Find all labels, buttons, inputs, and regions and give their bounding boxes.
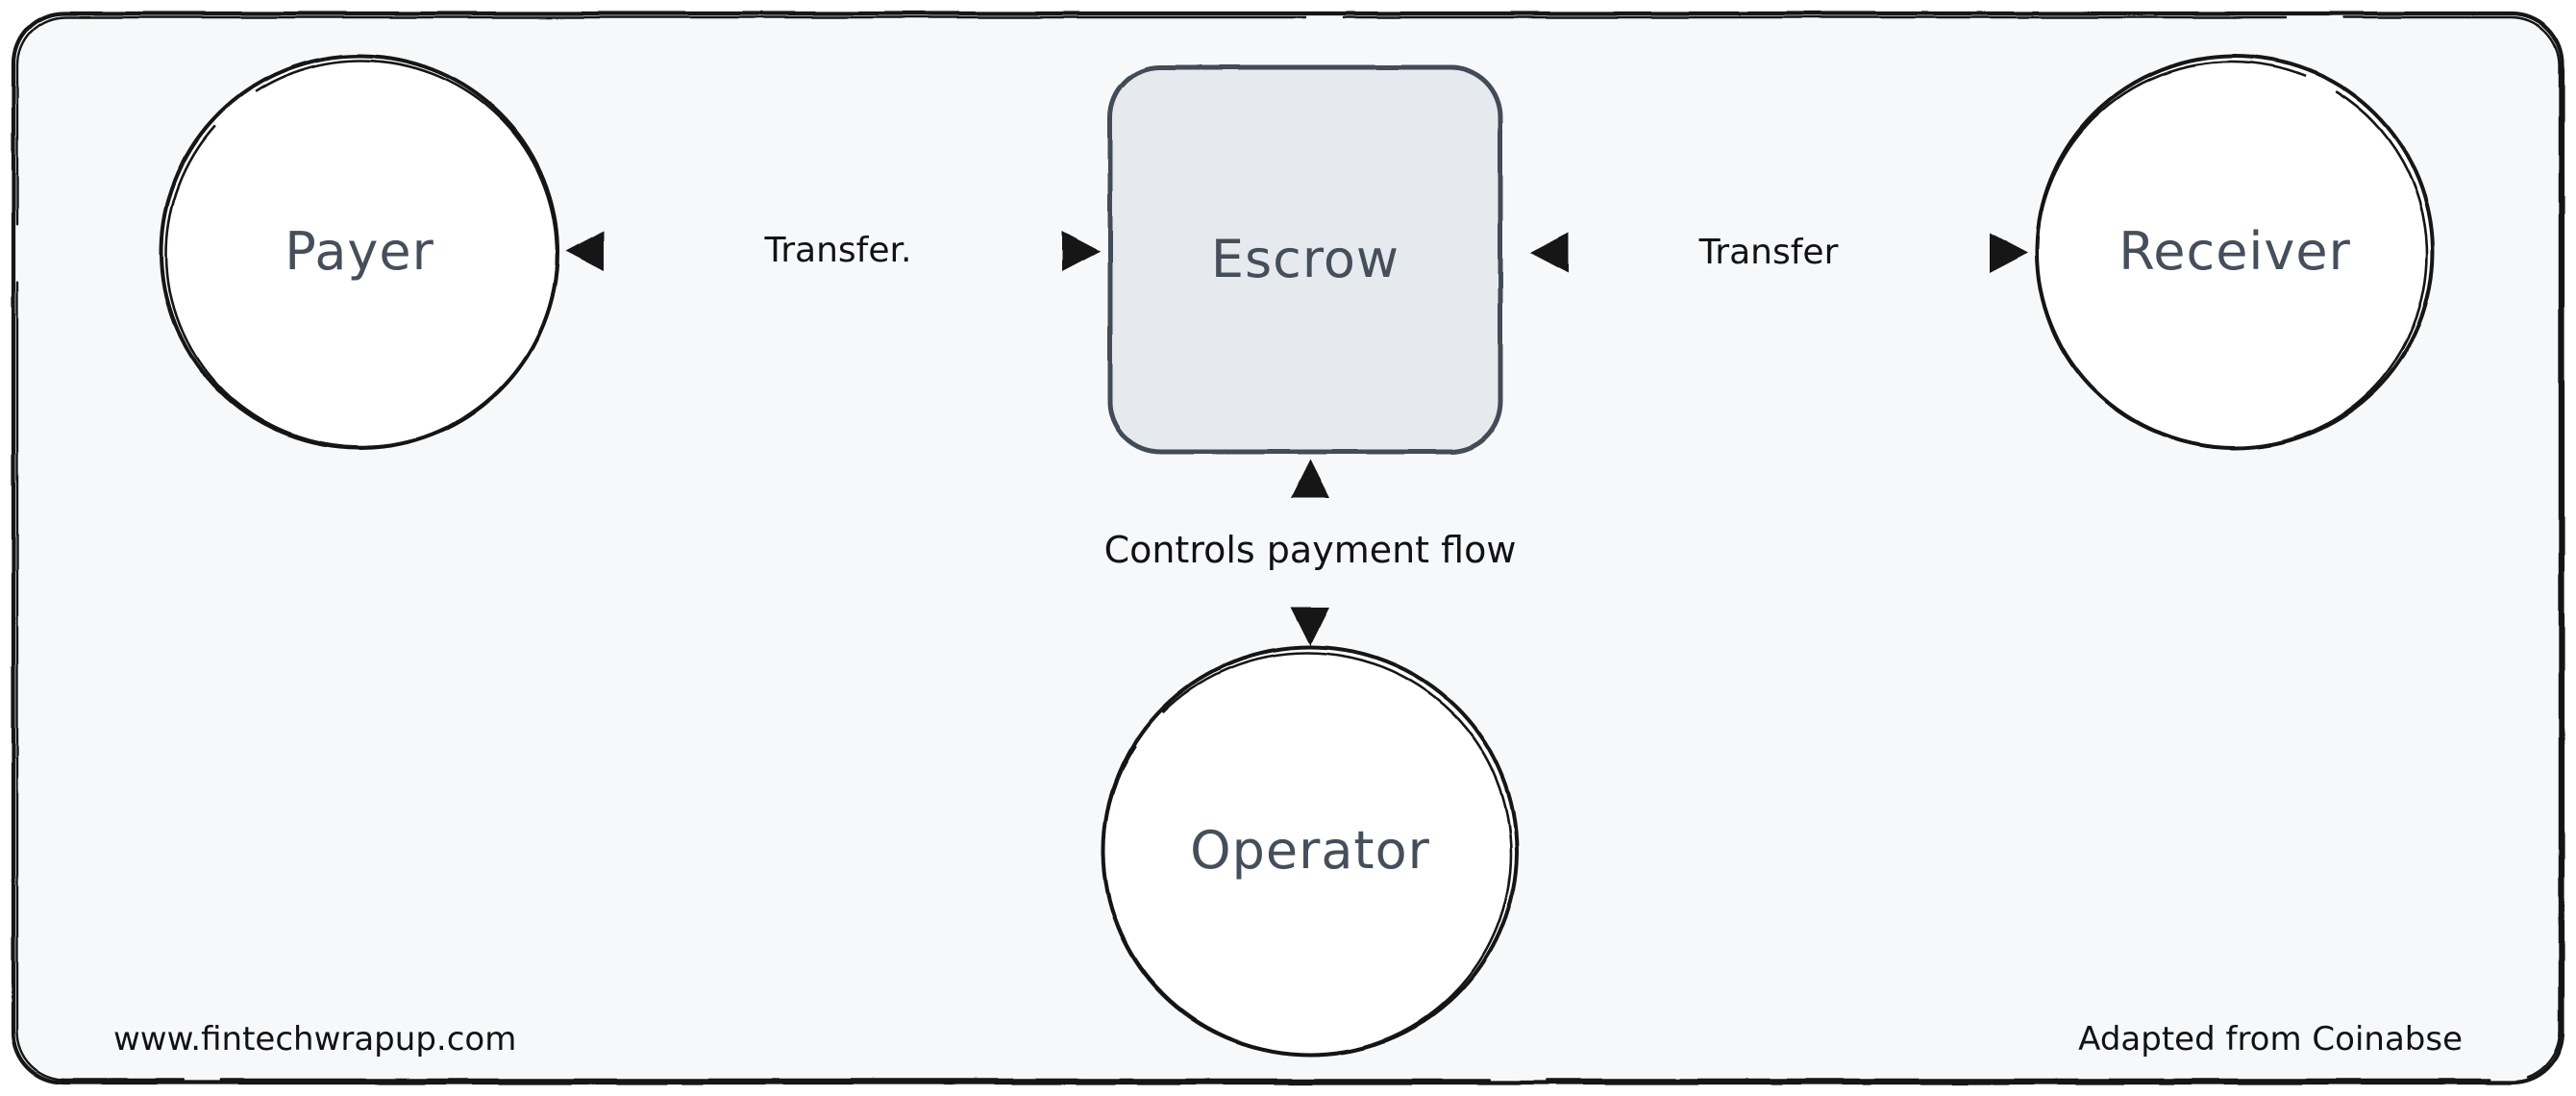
- arrowhead-right-to-escrow: [1062, 231, 1101, 271]
- node-operator-ellipse-2: [1102, 651, 1513, 1057]
- node-payer[interactable]: Payer: [160, 54, 559, 450]
- edge-escrow-receiver[interactable]: [1530, 233, 2028, 273]
- edge-label-escrow-receiver: Transfer: [1698, 233, 1839, 272]
- arrowhead-left-to-payer: [565, 231, 604, 271]
- node-payer-ellipse-2: [164, 59, 558, 449]
- edge-label-payer-escrow-backdrop: [742, 224, 932, 278]
- node-operator-label: Operator: [1190, 820, 1430, 881]
- arrowhead-down-to-operator: [1291, 608, 1329, 646]
- frame-border-stroke-1: [11, 11, 2565, 1085]
- edge-label-escrow-operator: Controls payment flow: [1104, 529, 1517, 571]
- node-operator[interactable]: Operator: [1102, 645, 1519, 1057]
- node-escrow[interactable]: Escrow: [1107, 64, 1503, 455]
- arrowhead-up-to-escrow: [1291, 460, 1329, 498]
- edge-labels: Transfer. Transfer Controls payment flow: [742, 224, 1863, 574]
- node-payer-label: Payer: [285, 221, 434, 282]
- diagram-footer: www.fintechwrapup.com Adapted from Coina…: [113, 1020, 2463, 1059]
- frame-border-strokes: [11, 11, 2565, 1085]
- node-escrow-label: Escrow: [1211, 229, 1399, 289]
- footer-website-label: www.fintechwrapup.com: [113, 1020, 516, 1059]
- node-receiver-label: Receiver: [2118, 221, 2351, 282]
- edge-label-escrow-operator-backdrop: [1096, 524, 1528, 574]
- footer-attribution-label: Adapted from Coinabse: [2078, 1020, 2463, 1059]
- frame-border-stroke-2: [15, 15, 2562, 1082]
- edge-label-escrow-receiver-backdrop: [1674, 224, 1863, 278]
- edge-escrow-operator[interactable]: [1291, 460, 1329, 646]
- node-receiver-ellipse-2: [2035, 60, 2429, 450]
- arrowhead-right-to-receiver: [1990, 233, 2028, 273]
- node-escrow-rect: [1107, 64, 1503, 455]
- node-receiver[interactable]: Receiver: [2035, 54, 2435, 450]
- arrowhead-left-to-escrow: [1530, 233, 1569, 273]
- edge-label-payer-escrow: Transfer.: [764, 231, 912, 270]
